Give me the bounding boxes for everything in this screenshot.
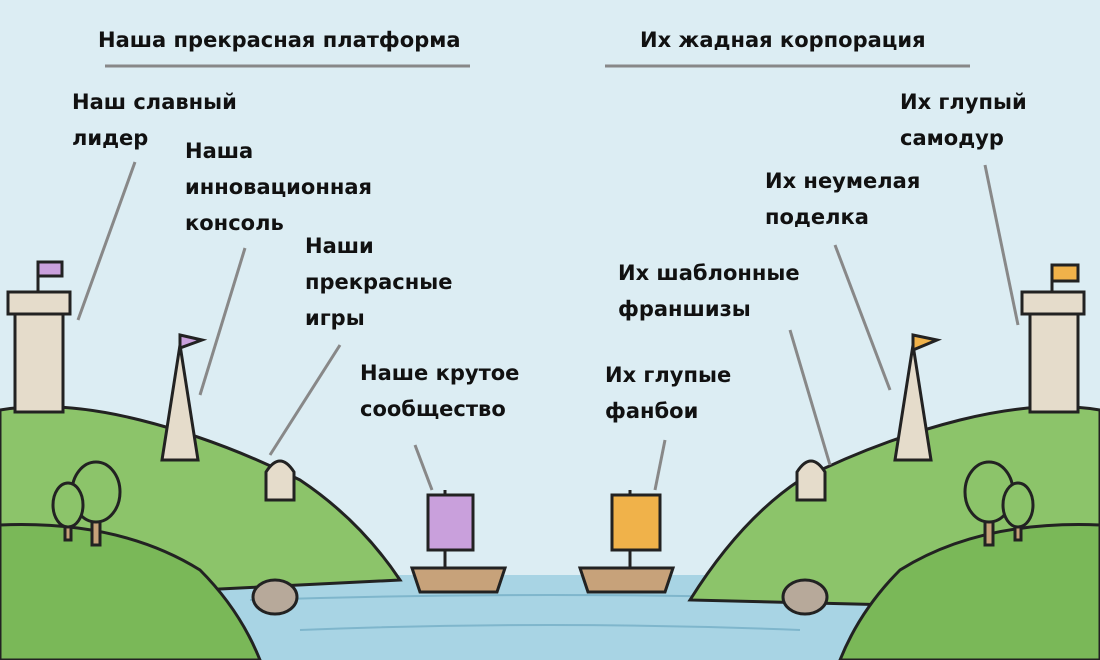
right-title: Их жадная корпорация xyxy=(640,28,926,52)
label-their-console: Их неумелая поделка xyxy=(765,163,920,235)
rock xyxy=(781,578,829,616)
label-line: Их глупый xyxy=(900,90,1027,114)
label-line: Наша xyxy=(185,139,254,163)
left-console-spire xyxy=(160,333,208,462)
label-our-games: Наши прекрасные игры xyxy=(305,228,452,336)
left-games-hut xyxy=(264,459,296,502)
label-line: прекрасные xyxy=(305,270,453,294)
left-castle-tower xyxy=(6,260,72,414)
label-our-leader: Наш славный лидер xyxy=(72,84,237,156)
label-their-games: Их шаблонные франшизы xyxy=(618,255,800,327)
right-console-spire xyxy=(893,333,943,462)
label-line: Их глупые xyxy=(605,363,732,387)
tree-icon xyxy=(51,460,122,547)
right-hill-front xyxy=(838,523,1100,660)
label-line: фанбои xyxy=(605,399,699,423)
label-line: самодур xyxy=(900,126,1004,150)
label-line: игры xyxy=(305,306,365,330)
label-our-community: Наше крутое сообщество xyxy=(360,355,519,427)
label-line: лидер xyxy=(72,126,149,150)
right-games-hut xyxy=(795,459,827,502)
label-line: франшизы xyxy=(618,297,751,321)
label-our-console: Наша инновационная консоль xyxy=(185,133,372,241)
label-line: Наше крутое xyxy=(360,361,520,385)
label-line: Их неумелая xyxy=(765,169,921,193)
label-line: инновационная xyxy=(185,175,373,199)
right-castle-tower xyxy=(1020,263,1086,414)
rock xyxy=(251,578,299,616)
right-boat xyxy=(577,490,676,594)
left-title: Наша прекрасная платформа xyxy=(98,28,461,52)
label-line: Их шаблонные xyxy=(618,261,800,285)
left-flag xyxy=(36,260,64,278)
tree-icon xyxy=(963,460,1035,547)
label-their-leader: Их глупый самодур xyxy=(900,84,1027,156)
label-line: Наши xyxy=(305,234,374,258)
label-line: поделка xyxy=(765,205,869,229)
pointer-lines xyxy=(76,161,1020,491)
label-their-community: Их глупые фанбои xyxy=(605,357,731,429)
label-line: сообщество xyxy=(360,397,506,421)
label-line: Наш славный xyxy=(72,90,237,114)
left-boat xyxy=(409,490,508,594)
right-flag xyxy=(1050,263,1080,283)
label-line: консоль xyxy=(185,211,284,235)
